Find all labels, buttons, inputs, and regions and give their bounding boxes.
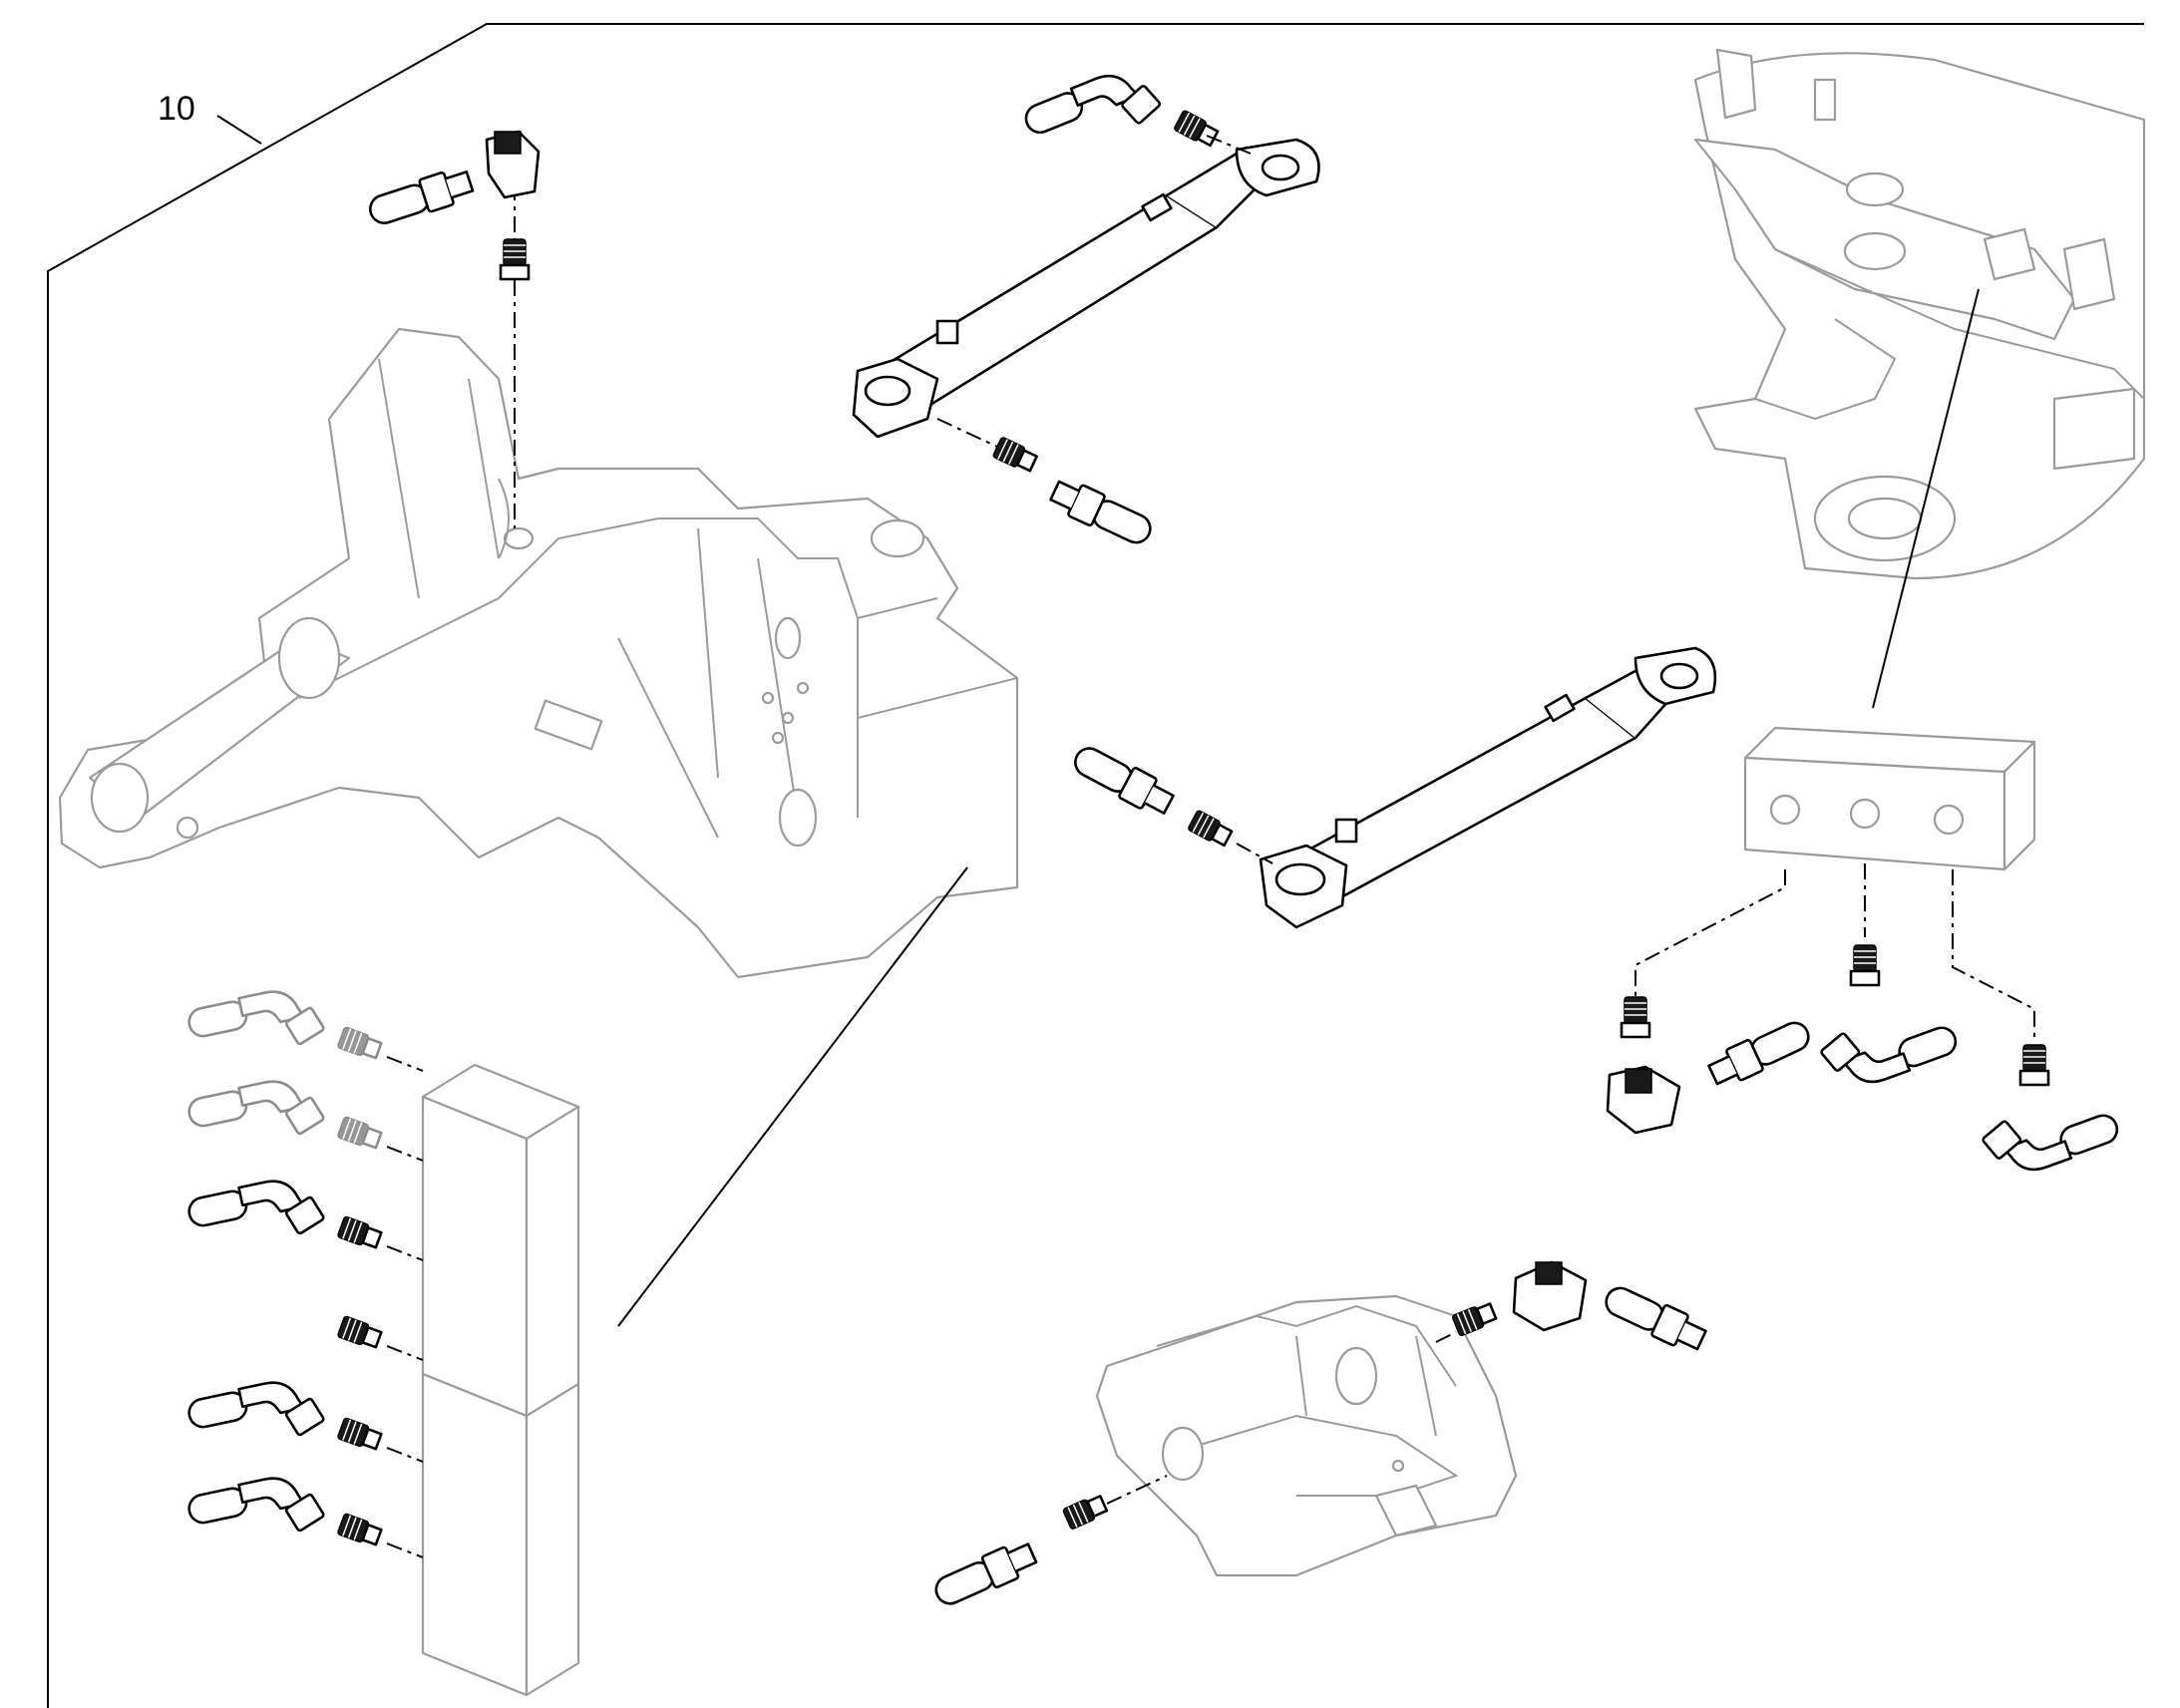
valve-stack [421,1063,580,1697]
axle-housing-ghost [1095,1294,1518,1577]
valve-row-1 [184,980,424,1072]
adapter-cyl-middle [1186,808,1235,850]
line-cyl-top-rod [1206,135,1252,155]
valve-row-4 [335,1314,424,1361]
hose-manifold-center-elbow [1815,995,1962,1099]
adapter-cyl-top-base [991,435,1040,476]
turntable-ghost [1693,48,2146,580]
valve-row-3 [184,1170,424,1261]
hose-manifold-left [1704,1014,1816,1092]
adapter-axle-left [1061,1492,1110,1532]
elbow-fitting-top-left [485,130,541,199]
elbow-fitting-axle-right [1512,1260,1588,1332]
valve-row-5 [184,1371,424,1463]
adapter-top-left [499,237,531,281]
hose-manifold-right-elbow [1977,1083,2123,1187]
line-axle-left [1106,1475,1168,1505]
hydraulic-cylinder-middle [1259,646,1717,929]
leader-turntable-manifold [1872,288,1980,709]
loader-frame-ghost [58,327,1019,979]
adapter-manifold-center [1849,943,1881,987]
elbow-block-manifold-left [1606,1065,1681,1135]
adapter-axle-right [1450,1299,1499,1338]
leader-frame-valve [617,866,968,1327]
line-manifold-right [1952,869,2035,1037]
hose-cyl-top-base [1046,474,1158,551]
valve-row-6 [184,1467,424,1558]
valve-row-2 [184,1070,424,1162]
manifold-block [1743,726,2036,871]
line-cyl-top-base [936,418,998,448]
line-axle-right [1435,1331,1457,1343]
adapter-top-center [1172,108,1221,150]
adapter-manifold-right [2018,1043,2050,1087]
hose-axle-right [1599,1279,1710,1357]
hose-cyl-middle [1067,739,1179,822]
adapter-manifold-left [1620,995,1651,1039]
line-cyl-middle [1236,843,1273,864]
callout-frame: 10 [47,23,2144,1708]
line-manifold-left [1635,869,1786,997]
hose-top-left [364,164,477,231]
callout-label-10: 10 [158,90,195,128]
hose-top-center-elbow [1019,58,1167,165]
hose-axle-left [928,1536,1041,1612]
hydraulic-cylinder-top [852,138,1320,439]
